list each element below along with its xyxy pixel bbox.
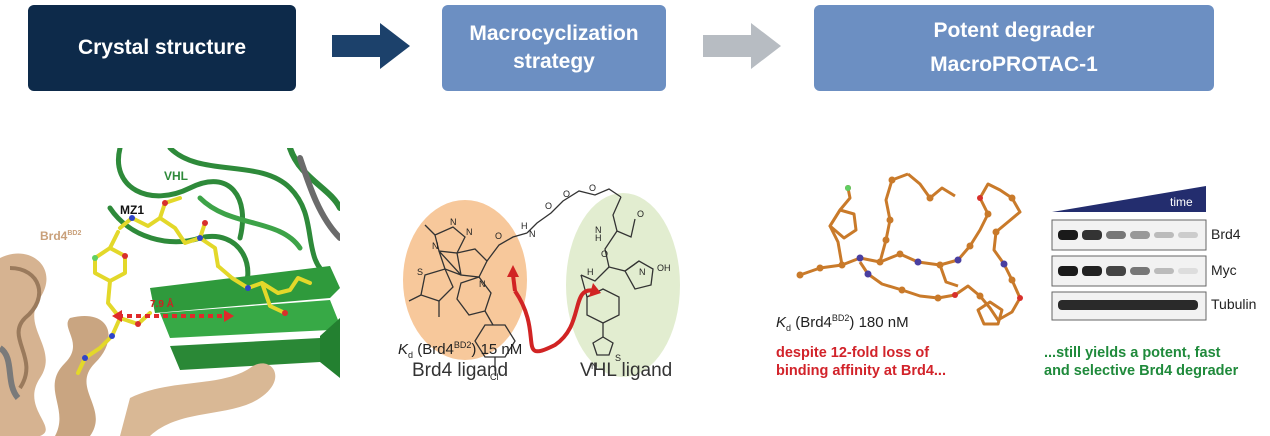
atom-label-5: N bbox=[479, 279, 486, 289]
blot-row-brd4: Brd4 bbox=[1211, 226, 1241, 242]
atom-label-2: N bbox=[466, 227, 473, 237]
atom-label-18: H bbox=[587, 267, 594, 277]
mz1-label: MZ1 bbox=[120, 203, 144, 217]
atom-label-4: S bbox=[417, 267, 423, 277]
atom-label-10: O bbox=[545, 201, 552, 211]
step-crystal-structure: Crystal structure bbox=[28, 5, 296, 91]
atom-label-1: N bbox=[450, 217, 457, 227]
brd4-ligand-kd: Kd (Brd4BD2) 15 nM bbox=[398, 340, 523, 360]
vhl-ligand-label: VHL ligand bbox=[580, 360, 673, 381]
ligand-scheme-image: N N N S N Cl O H N O O O O N H O N H OH … bbox=[403, 183, 680, 382]
atom-label-9: N bbox=[529, 229, 536, 239]
dark-arrow-icon bbox=[332, 23, 410, 69]
atom-label-15: H bbox=[595, 233, 602, 243]
step-macrocyclization: Macrocyclization strategy bbox=[442, 5, 666, 91]
step-crystal-structure-label: Crystal structure bbox=[77, 36, 247, 59]
atom-label-11: O bbox=[563, 189, 570, 199]
brd4-label: Brd4BD2 bbox=[40, 229, 81, 243]
blot-row-myc: Myc bbox=[1211, 262, 1237, 278]
brd4-ligand-label: Brd4 ligand bbox=[412, 360, 509, 381]
step-potent-degrader-line1: Potent degrader bbox=[933, 19, 1095, 42]
blot-row-tubulin: Tubulin bbox=[1211, 296, 1257, 312]
atom-label-19: OH bbox=[657, 263, 671, 273]
step-potent-degrader: Potent degrader MacroPROTAC-1 bbox=[814, 5, 1214, 91]
step-macrocyclization-line1: Macrocyclization bbox=[469, 22, 639, 45]
atom-label-21: N bbox=[591, 361, 598, 371]
grey-arrow-icon bbox=[703, 23, 781, 69]
crystal-structure-image: VHL MZ1 Brd4BD2 7.9 Å bbox=[0, 148, 340, 436]
atom-label-13: O bbox=[637, 209, 644, 219]
step-macrocyclization-line2: strategy bbox=[513, 50, 595, 73]
atom-label-20: S bbox=[615, 353, 621, 363]
affinity-loss-note: despite 12-fold loss of binding affinity… bbox=[776, 345, 946, 379]
macroprotac-kd: Kd (Brd4BD2) 180 nM bbox=[776, 313, 909, 333]
atom-label-7: O bbox=[495, 231, 502, 241]
atom-label-12: O bbox=[589, 183, 596, 193]
macroprotac-structure-image bbox=[796, 172, 1023, 326]
atom-label-17: N bbox=[639, 267, 646, 277]
atom-label-6: Cl bbox=[490, 372, 499, 382]
time-label: time bbox=[1170, 195, 1193, 209]
western-blot-image: time bbox=[1051, 186, 1207, 321]
atom-label-3: N bbox=[432, 241, 439, 251]
degrader-note: ...still yields a potent, fast and selec… bbox=[1044, 345, 1239, 379]
step-potent-degrader-line2: MacroPROTAC-1 bbox=[930, 53, 1098, 76]
vhl-label: VHL bbox=[164, 169, 188, 183]
distance-label: 7.9 Å bbox=[150, 297, 174, 310]
atom-label-16: O bbox=[601, 249, 608, 259]
atom-label-8: H bbox=[521, 221, 528, 231]
atom-label-14: N bbox=[595, 225, 602, 235]
